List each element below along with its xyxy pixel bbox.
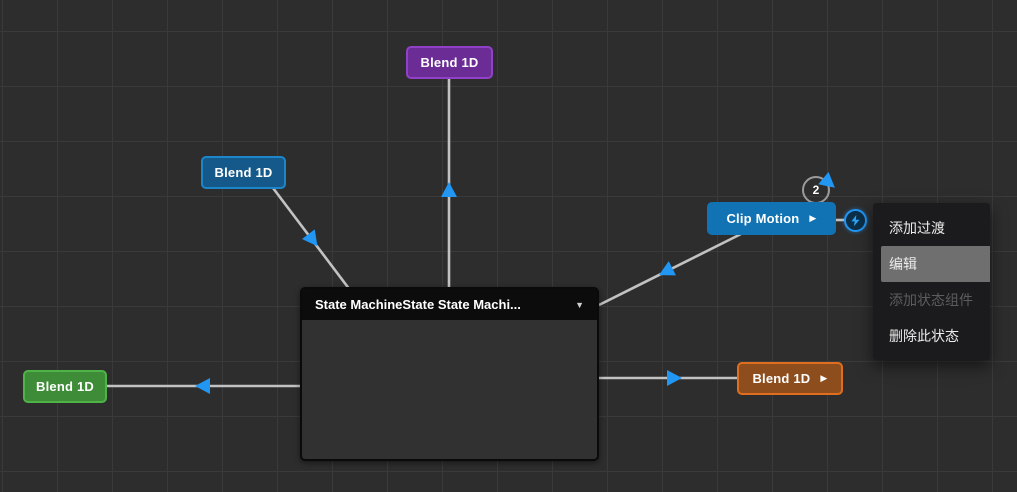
menu-item-add-transition[interactable]: 添加过渡 [889,220,945,236]
node-label: Blend 1D [36,379,94,394]
state-machine-header[interactable]: State MachineState State Machi... ▼ [302,289,597,320]
state-machine-title: State MachineState State Machi... [315,297,521,312]
transition-arrow-icon[interactable] [655,261,676,282]
context-menu: 添加过渡 编辑 添加状态组件 删除此状态 [873,203,990,360]
transition-count: 2 [812,183,820,197]
node-blend1d-green[interactable]: Blend 1D [23,370,107,403]
menu-item-add-state-component: 添加状态组件 [889,292,973,308]
node-state-machine[interactable]: State MachineState State Machi... ▼ [300,287,599,461]
play-icon: ▶ [820,373,828,383]
node-label: Blend 1D [752,371,811,386]
transition-arrow-icon[interactable] [667,370,682,386]
self-transition-count-badge[interactable]: 2 [803,177,829,203]
node-blend1d-left[interactable]: Blend 1D [201,156,286,189]
node-clip-motion[interactable]: Clip Motion ▶ [707,202,836,235]
menu-item-edit[interactable]: 编辑 [881,246,990,282]
node-label: Blend 1D [420,55,479,70]
lightning-bolt-icon [851,214,860,227]
transition-arrow-icon[interactable] [441,182,457,197]
node-label: Clip Motion [726,211,800,226]
dropdown-arrow-icon[interactable]: ▼ [575,299,584,310]
node-blend1d-top[interactable]: Blend 1D [406,46,493,79]
play-icon: ▶ [809,213,817,223]
transition-arrow-icon[interactable] [302,229,324,251]
node-blend1d-orange[interactable]: Blend 1D ▶ [737,362,843,395]
node-label: Blend 1D [214,165,273,180]
menu-item-delete-state[interactable]: 删除此状态 [889,328,959,344]
transition-arrow-icon[interactable] [195,378,210,394]
self-transition-arrow-icon[interactable] [818,172,840,194]
lightning-badge[interactable] [844,209,867,232]
